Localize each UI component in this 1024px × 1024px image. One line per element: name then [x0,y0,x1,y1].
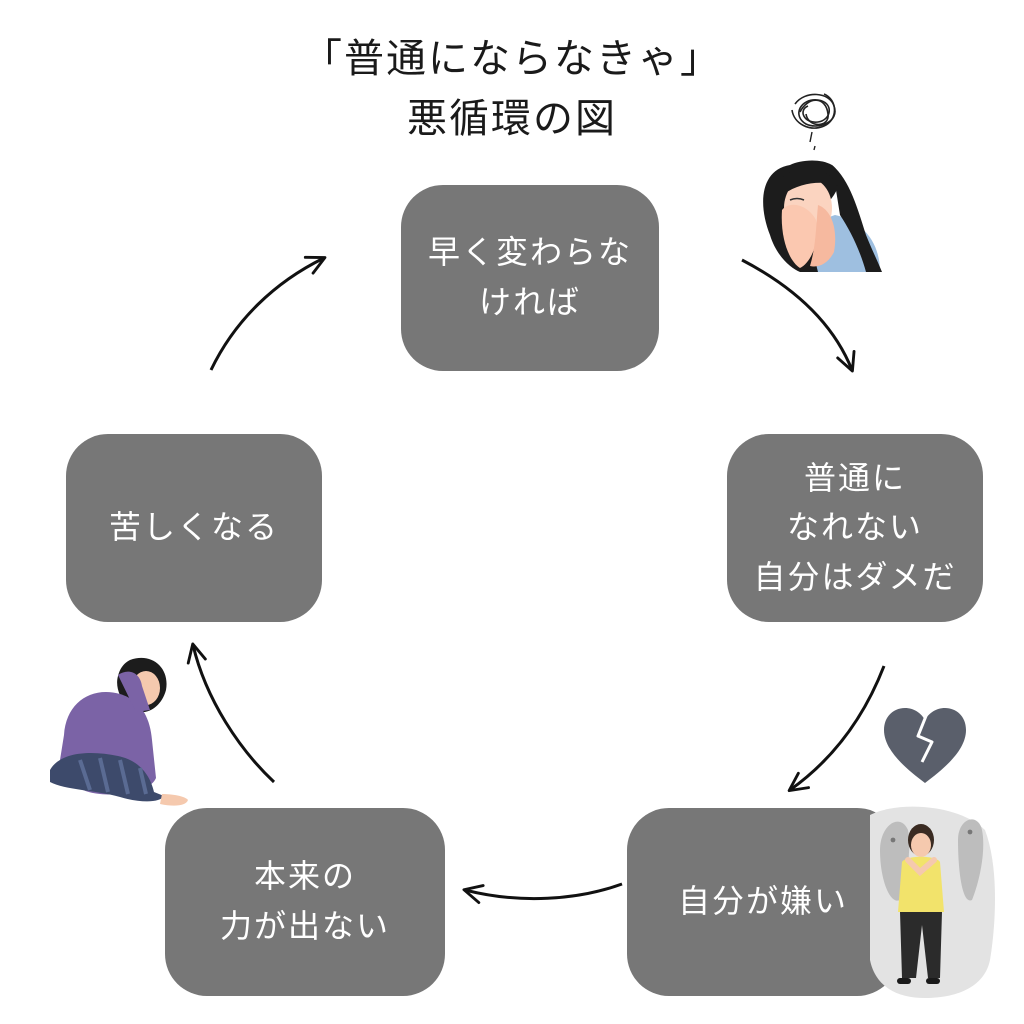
arrow-suffering-to-change [209,255,327,371]
arrow-change-to-cant-be-normal [741,258,856,373]
title-line-1: 「普通にならなきゃ」 [302,36,722,82]
arrow-no-power-to-suffering [186,642,276,784]
node-hate-self: 自分が嫌い [627,808,899,996]
node-hate-self-label: 自分が嫌い [677,882,848,921]
arrow-hate-self-to-no-power [462,882,623,905]
node-cant-be-normal: 普通に なれない 自分はダメだ [727,434,983,622]
node-change: 早く変わらな ければ [401,185,659,371]
node-suffering: 苦しくなる [66,434,322,622]
node-no-power-label: 本来の 力が出ない [219,857,390,945]
title-line-2: 悪循環の図 [407,96,617,142]
node-no-power: 本来の 力が出ない [165,808,445,996]
node-cant-be-normal-label: 普通に なれない 自分はダメだ [753,458,957,596]
arrow-cant-be-normal-to-hate-self [787,665,886,793]
node-change-label: 早く変わらな ければ [427,233,632,321]
tangled-stress-scribble-icon [791,93,836,151]
node-suffering-label: 苦しくなる [108,508,279,547]
